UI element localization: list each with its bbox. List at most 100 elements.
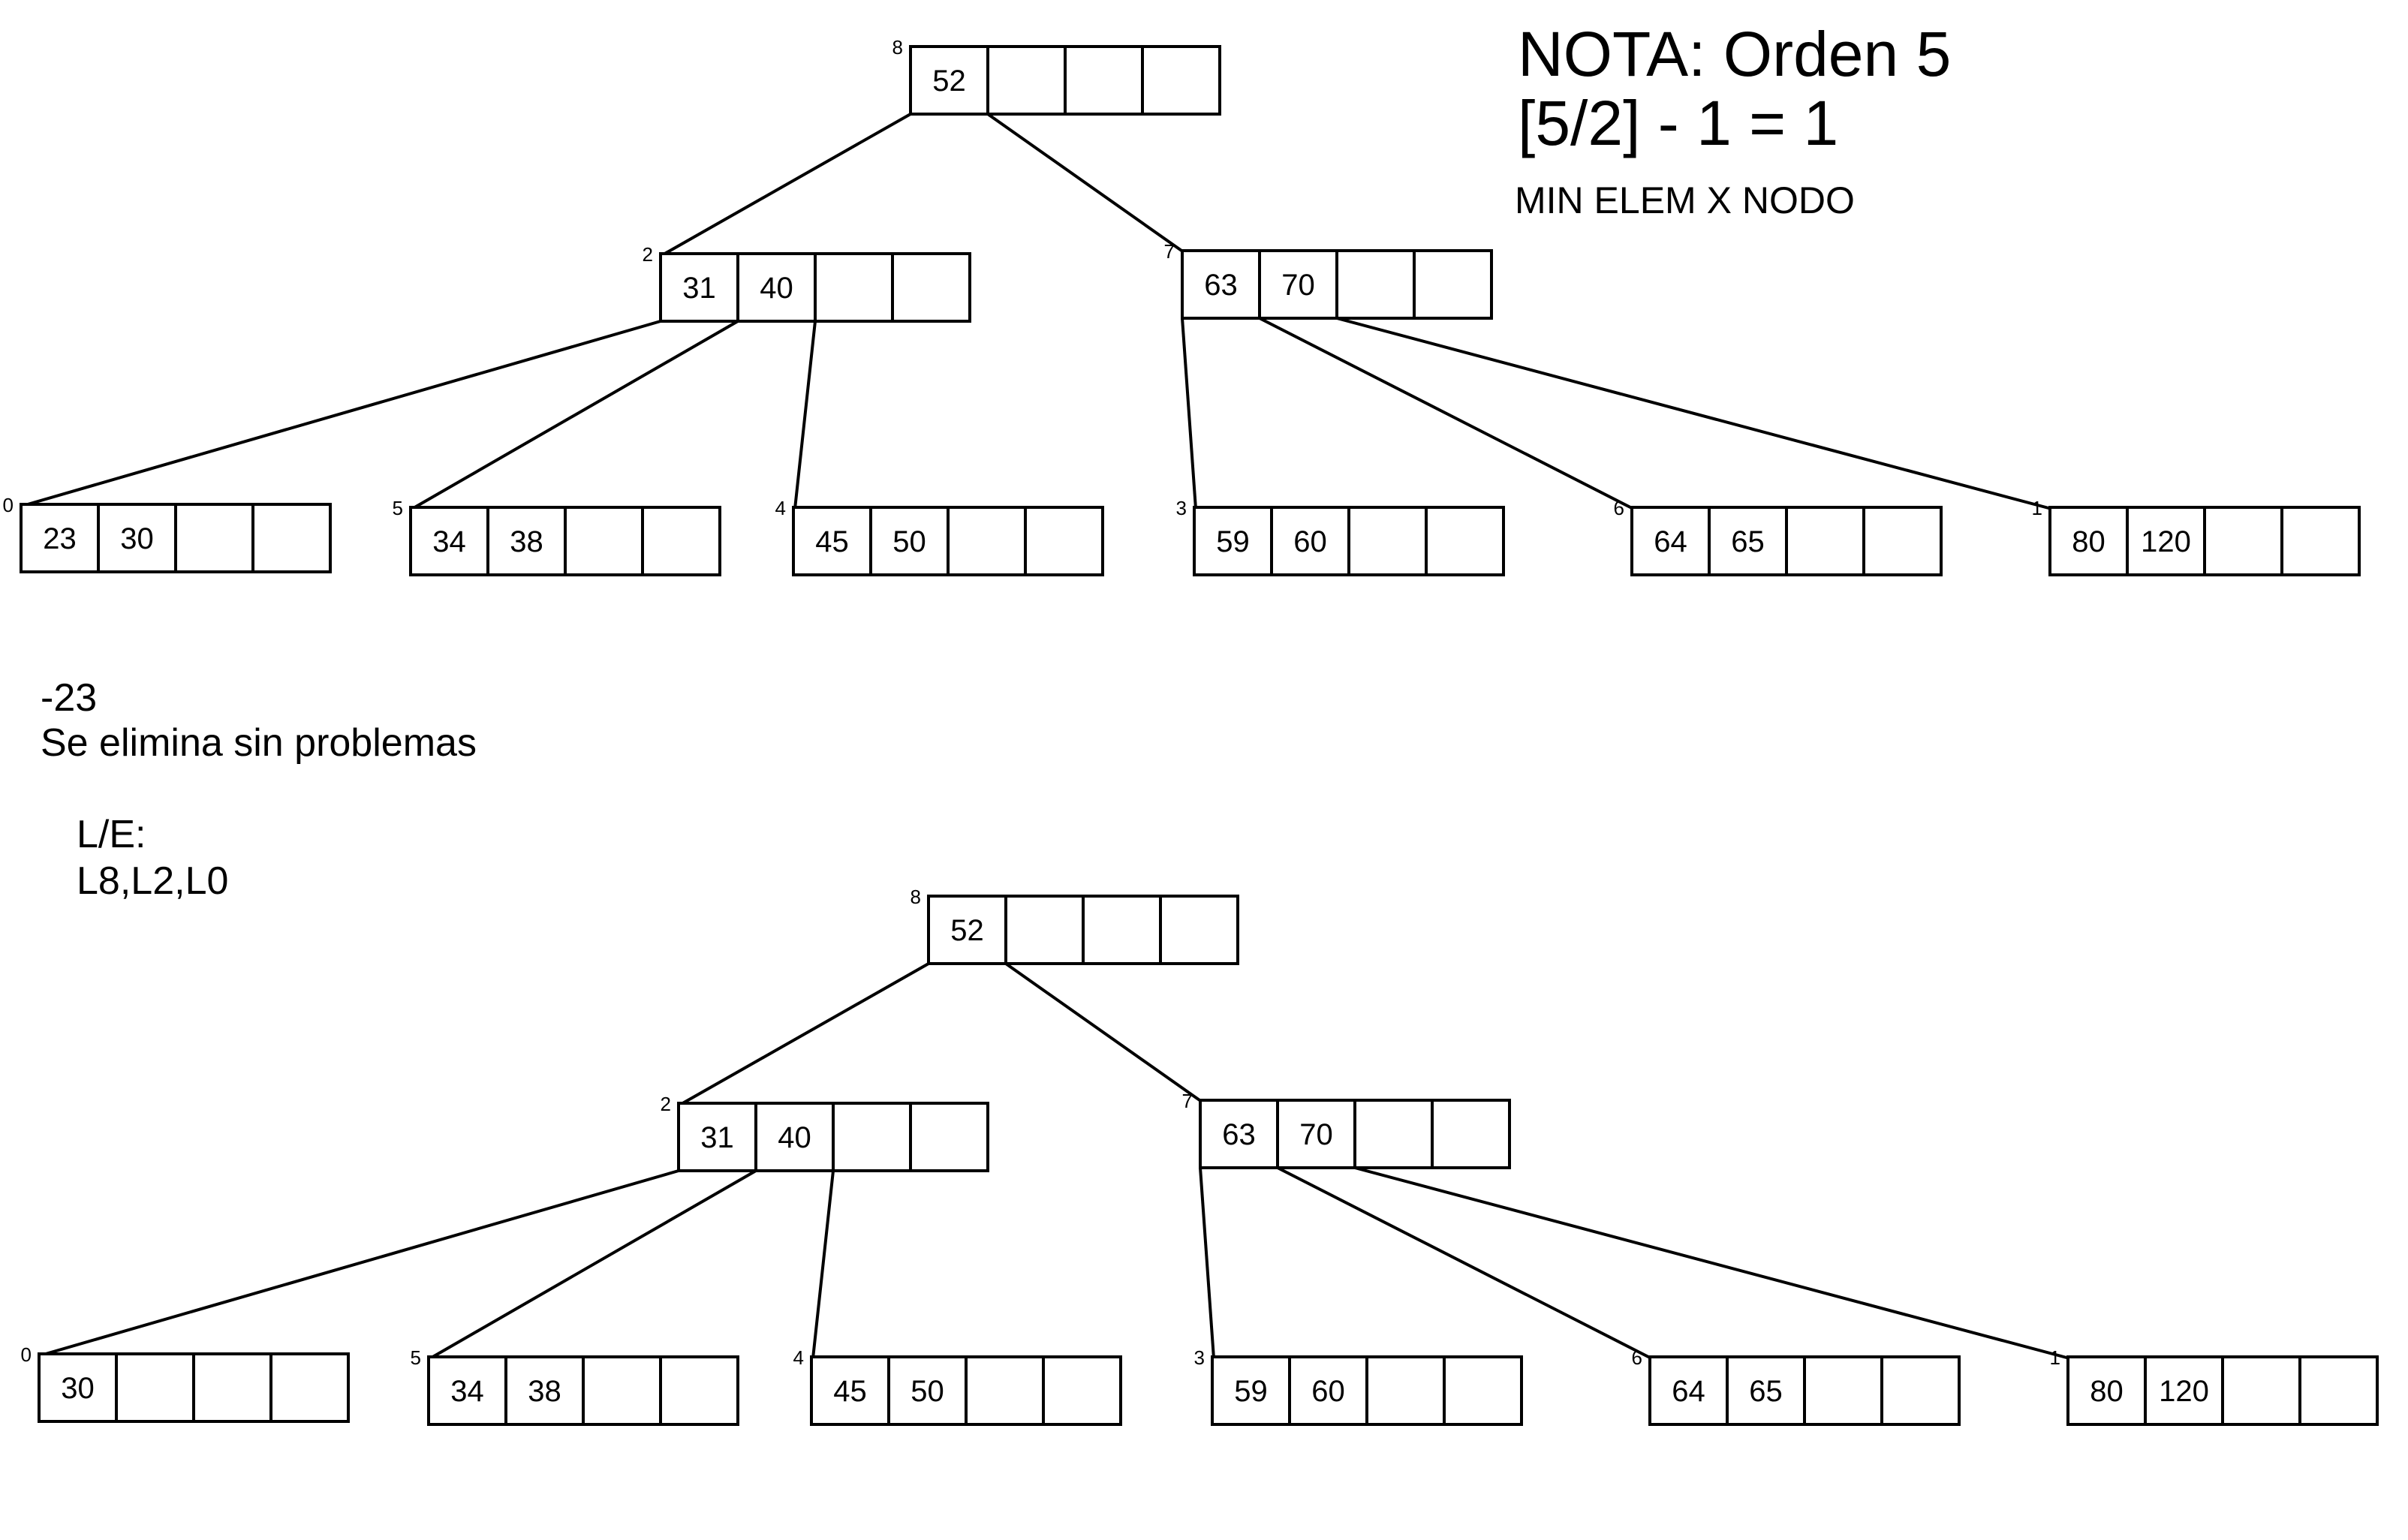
node-id-label: 8 [911, 886, 921, 908]
node-cell [947, 506, 1027, 576]
node-cell [2298, 1355, 2379, 1426]
tree-edge-8-2 [679, 962, 929, 1106]
node-id-label: 4 [775, 497, 786, 519]
tree-edge-7-1 [1336, 317, 2052, 510]
node-id-label: 1 [2032, 497, 2042, 519]
btree-node-0: 0 30 [21, 1343, 350, 1423]
node-cell [115, 1352, 195, 1423]
node-cell [1413, 249, 1493, 320]
node-cell [97, 503, 177, 573]
node-key: 70 [1281, 269, 1315, 302]
node-key: 31 [682, 272, 716, 305]
node-cell [2126, 506, 2206, 576]
node-cell [1335, 249, 1416, 320]
node-cell [409, 506, 489, 576]
node-cell [1803, 1355, 1883, 1426]
tree-edge-2-0 [22, 320, 661, 507]
tree-edge-2-5 [411, 320, 739, 510]
node-id-label: 5 [411, 1346, 421, 1369]
node-cell [1181, 249, 1261, 320]
node-cell [1880, 1355, 1961, 1426]
node-cell [1862, 506, 1943, 576]
node-key: 30 [61, 1372, 95, 1405]
node-id-label: 3 [1194, 1346, 1205, 1369]
node-cell [582, 1355, 662, 1426]
node-cell [1648, 1355, 1729, 1426]
node-key: 59 [1216, 525, 1250, 558]
node-key: 23 [43, 522, 77, 555]
node-cell [1276, 1099, 1356, 1169]
node-cell [869, 506, 950, 576]
node-key: 80 [2072, 525, 2105, 558]
tree-edge-2-4 [793, 320, 817, 510]
node-cell [641, 506, 721, 576]
note-min-formula: [5/2] - 1 = 1 [1518, 88, 1839, 158]
node-cell [1082, 895, 1162, 965]
node-key: 64 [1654, 525, 1687, 558]
node-cell [2048, 506, 2129, 576]
node-cell [1785, 506, 1865, 576]
node-key: 30 [120, 522, 154, 555]
node-cell [677, 1102, 757, 1172]
node-cell [564, 506, 644, 576]
deleted-key: -23 [41, 676, 98, 720]
node-cell [1064, 45, 1144, 116]
node-id-label: 7 [1164, 240, 1175, 263]
node-cell [1004, 895, 1085, 965]
node-cell [1024, 506, 1104, 576]
node-id-label: 0 [21, 1343, 32, 1366]
node-key: 65 [1731, 525, 1765, 558]
node-cell [1443, 1355, 1523, 1426]
node-cell [1347, 506, 1428, 576]
access-log-sequence: L8,L2,L0 [77, 859, 229, 903]
node-cell [504, 1355, 585, 1426]
operation-result: Se elimina sin problemas [41, 721, 477, 765]
node-cell [659, 1355, 739, 1426]
node-id-label: 0 [3, 494, 14, 516]
node-cell [1141, 45, 1221, 116]
node-cell [887, 1355, 968, 1426]
node-key: 60 [1293, 525, 1327, 558]
node-key: 38 [510, 525, 543, 558]
node-id-label: 5 [393, 497, 403, 519]
node-key: 63 [1222, 1118, 1256, 1151]
node-cell [1193, 506, 1273, 576]
access-log-label: L/E: [77, 813, 146, 856]
node-cell [269, 1352, 350, 1423]
btree-node-5: 5 34 38 [393, 497, 721, 576]
node-cell [192, 1352, 272, 1423]
node-id-label: 8 [892, 36, 903, 59]
tree-edge-2-0 [40, 1169, 679, 1357]
node-id-label: 6 [1614, 497, 1624, 519]
btree-node-6: 6 64 65 [1614, 497, 1943, 576]
node-cell [486, 506, 567, 576]
node-key: 40 [760, 272, 793, 305]
node-cell [2221, 1355, 2301, 1426]
node-key: 34 [432, 525, 466, 558]
node-cell [1708, 506, 1788, 576]
node-key: 45 [833, 1375, 867, 1408]
node-cell [427, 1355, 507, 1426]
node-cell [1159, 895, 1239, 965]
tree-edge-2-5 [429, 1169, 757, 1360]
node-id-label: 6 [1632, 1346, 1642, 1369]
node-cell [832, 1102, 912, 1172]
node-key: 34 [450, 1375, 484, 1408]
tree-edge-7-6 [1259, 317, 1634, 510]
note-order: NOTA: Orden 5 [1518, 19, 1952, 89]
node-cell [1288, 1355, 1368, 1426]
node-cell [1431, 1099, 1511, 1169]
node-id-label: 4 [793, 1346, 804, 1369]
node-key: 40 [778, 1121, 811, 1154]
